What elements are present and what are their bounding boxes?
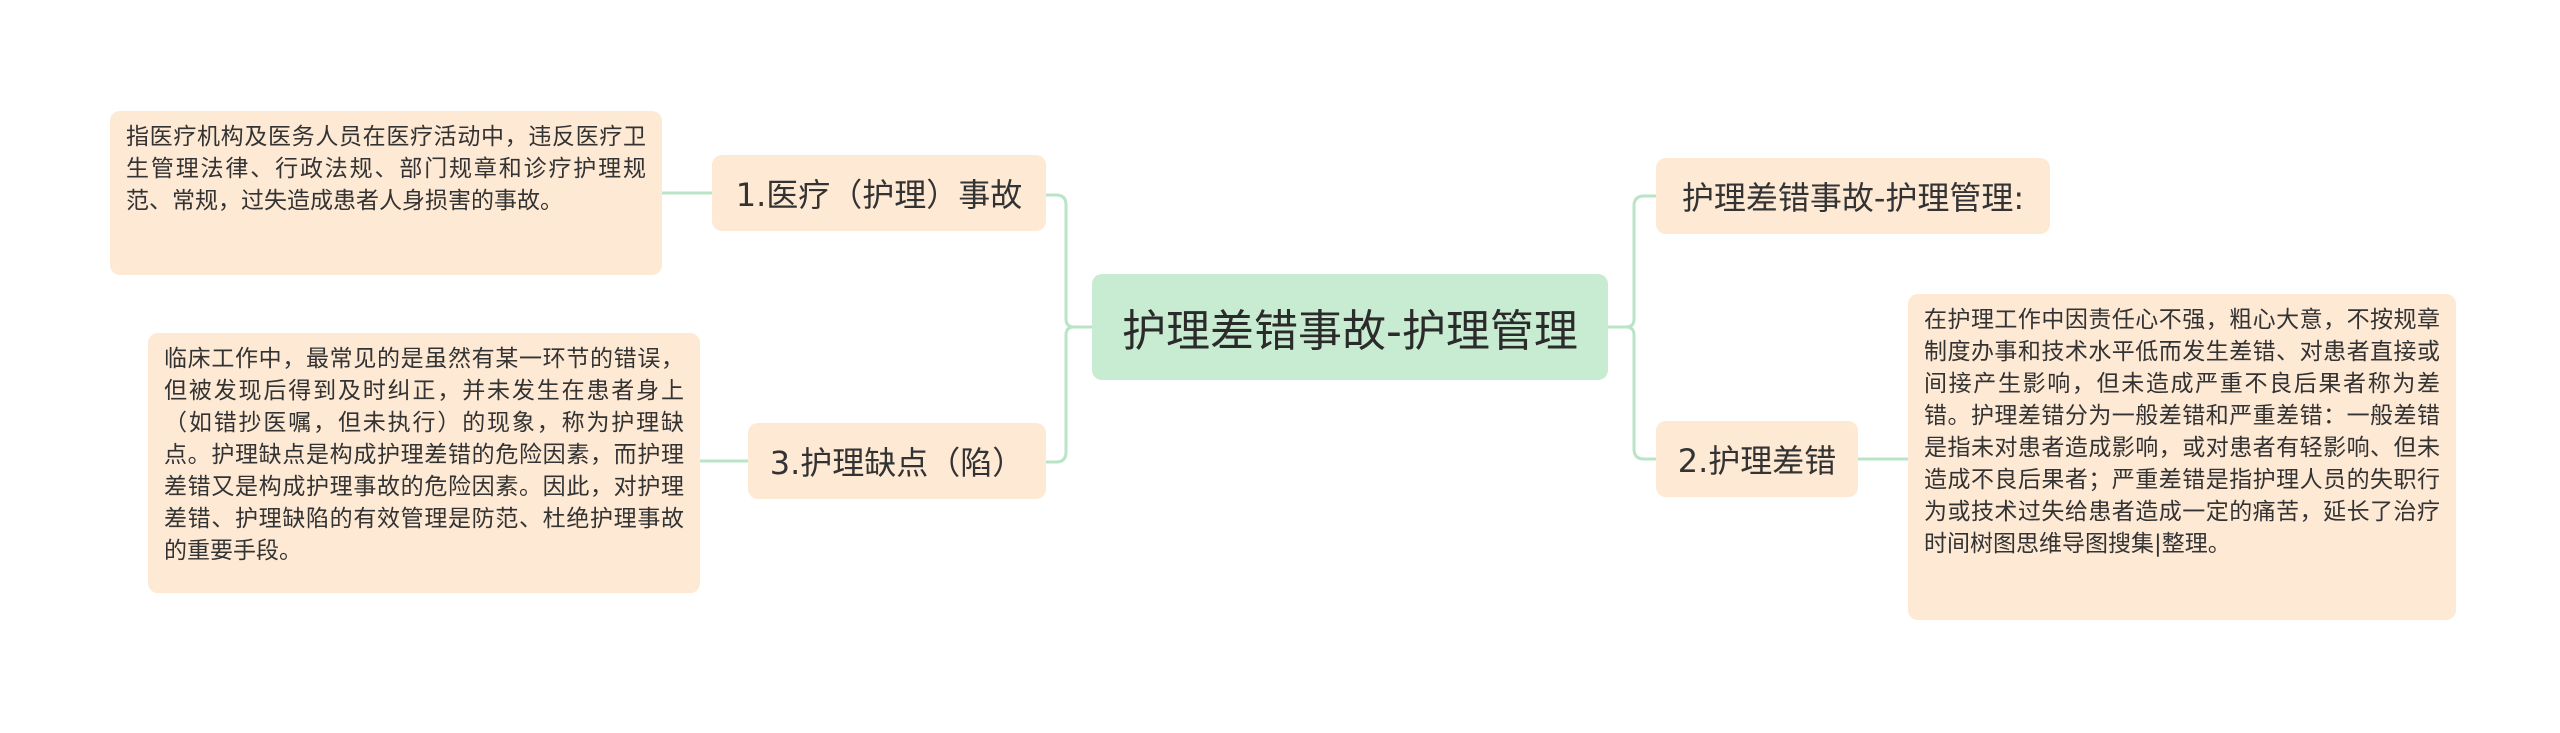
detail-nursing-error: 在护理工作中因责任心不强，粗心大意，不按规章制度办事和技术水平低而发生差错、对患…	[1908, 294, 2456, 620]
root-node[interactable]: 护理差错事故-护理管理	[1092, 274, 1608, 380]
detail-nursing-defect: 临床工作中，最常见的是虽然有某一环节的错误，但被发现后得到及时纠正，并未发生在患…	[148, 333, 700, 593]
branch-node-nursing-error[interactable]: 2.护理差错	[1656, 421, 1858, 497]
connector-root-to-branch-2	[1606, 325, 1658, 461]
connector-root-to-branch-3	[1044, 325, 1094, 464]
branch-node-medical-accident[interactable]: 1.医疗（护理）事故	[712, 155, 1046, 231]
branch-node-nursing-defect[interactable]: 3.护理缺点（陷）	[748, 423, 1046, 499]
branch-node-title-repeat[interactable]: 护理差错事故-护理管理:	[1656, 158, 2050, 234]
connector-root-to-branch-title	[1606, 194, 1658, 329]
detail-medical-accident: 指医疗机构及医务人员在医疗活动中，违反医疗卫生管理法律、行政法规、部门规章和诊疗…	[110, 111, 662, 275]
connector-root-to-branch-1	[1044, 193, 1094, 329]
